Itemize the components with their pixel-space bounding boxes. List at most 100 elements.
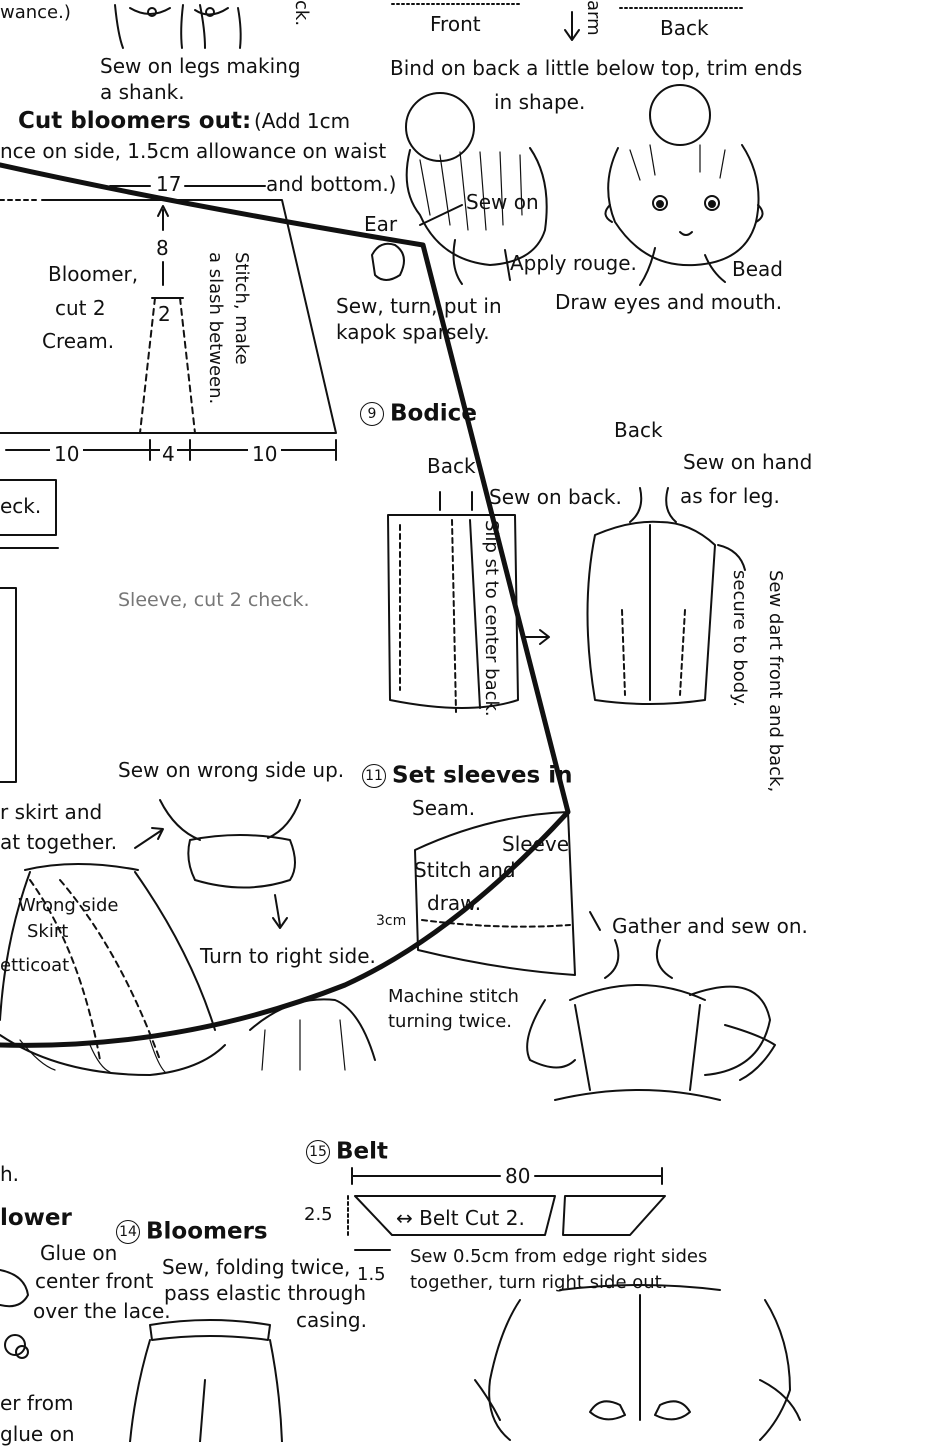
three-cm-label: 3cm bbox=[376, 913, 407, 929]
dim-height: 8 bbox=[156, 236, 169, 260]
check-fragment-top: ck. bbox=[291, 0, 312, 27]
from-fragment-1: er from bbox=[0, 1391, 74, 1415]
dim-top: 17 bbox=[156, 172, 182, 196]
skirt-label: Skirt bbox=[27, 921, 69, 942]
belt-dim-length: 80 bbox=[505, 1164, 531, 1188]
bodice-back-label-left: Back bbox=[427, 454, 476, 478]
dress-back-drawing bbox=[526, 939, 776, 1101]
face-caption: Draw eyes and mouth. bbox=[555, 290, 783, 314]
head-front-drawing bbox=[604, 84, 764, 286]
step11-title-text: Set sleeves in bbox=[392, 762, 573, 789]
step14-number: 14 bbox=[116, 1220, 140, 1244]
belt-dim-height: 2.5 bbox=[304, 1204, 333, 1225]
belt-dim-end: 1.5 bbox=[357, 1264, 386, 1285]
piece-label-2: cut 2 bbox=[55, 296, 106, 320]
sew-dart-label: Sew dart front and back, bbox=[765, 570, 786, 793]
check-boxes bbox=[0, 479, 59, 783]
dim-slit: 2 bbox=[158, 302, 171, 326]
step15-number: 15 bbox=[306, 1140, 330, 1164]
allowance-fragment: wance.) bbox=[0, 2, 71, 23]
arm-fragment: arm bbox=[583, 0, 604, 36]
piece-label-1: Bloomer, bbox=[48, 262, 139, 286]
slip-stitch-label: Slip st to center back. bbox=[481, 520, 502, 717]
bloomers14-caption-2: pass elastic through bbox=[164, 1281, 367, 1305]
flower-drawing bbox=[0, 1269, 29, 1359]
stitch-draw-2: draw. bbox=[427, 891, 482, 915]
cut-bloomers-title: Cut bloomers out: bbox=[18, 108, 252, 134]
stitch-draw-1: Stitch and bbox=[414, 858, 516, 882]
bodice-back-label-right: Back bbox=[614, 418, 663, 442]
back-label-top: Back bbox=[660, 16, 709, 40]
sew-on-hand-1: Sew on hand bbox=[683, 450, 813, 474]
turn-right-label: Turn to right side. bbox=[200, 944, 376, 968]
ear-label: Ear bbox=[364, 212, 398, 236]
step9-number: 9 bbox=[360, 402, 384, 426]
step9-title-text: Bodice bbox=[390, 400, 477, 427]
head-back-drawing bbox=[371, 92, 548, 285]
cut-bloomers-note-3: and bottom.) bbox=[266, 172, 397, 196]
glue-on-1: Glue on bbox=[40, 1241, 118, 1265]
skirt-drawing bbox=[0, 827, 226, 1076]
seam-label: Seam. bbox=[412, 796, 476, 820]
ear-caption-2: kapok sparsely. bbox=[336, 320, 490, 344]
sleeve-piece-drawing bbox=[159, 799, 376, 1071]
dim-bottom-2: 4 bbox=[160, 442, 177, 466]
secure-label: secure to body. bbox=[729, 570, 750, 708]
ear-caption-1: Sew, turn, put in bbox=[336, 294, 502, 318]
glue-on-3: over the lace. bbox=[33, 1299, 171, 1323]
dress-front-drawing bbox=[474, 1284, 801, 1441]
h-fragment: h. bbox=[0, 1162, 20, 1186]
legs-caption-1: Sew on legs making bbox=[100, 54, 301, 78]
bind-caption-2: in shape. bbox=[494, 90, 586, 114]
front-label: Front bbox=[430, 12, 481, 36]
bodice-drawing-left bbox=[387, 491, 519, 713]
from-fragment-2: glue on bbox=[0, 1422, 75, 1446]
bead-label: Bead bbox=[732, 257, 783, 281]
stitch-note-1: Stitch, make bbox=[231, 252, 252, 365]
step11-number: 11 bbox=[362, 764, 386, 788]
belt-cut-text: Belt Cut 2. bbox=[419, 1206, 525, 1230]
belt-caption-1: Sew 0.5cm from edge right sides bbox=[410, 1246, 708, 1267]
bind-caption-1: Bind on back a little below top, trim en… bbox=[390, 56, 803, 80]
cut-bloomers-note-1: (Add 1cm bbox=[254, 109, 351, 133]
petticoat-label: etticoat bbox=[0, 955, 70, 976]
sleeve-label: Sleeve bbox=[502, 832, 570, 856]
sleeve-cut-label: Sleeve, cut 2 check. bbox=[118, 589, 310, 611]
dim-bottom-1: 10 bbox=[50, 444, 84, 464]
dim-bottom-3: 10 bbox=[248, 444, 282, 464]
sew-on-hand-2: as for leg. bbox=[680, 484, 780, 508]
belt-caption-2: together, turn right side out. bbox=[410, 1272, 668, 1293]
bodice-drawing-right bbox=[521, 487, 746, 705]
step14-title-text: Bloomers bbox=[146, 1218, 268, 1245]
skirt-together-1: r skirt and bbox=[0, 800, 103, 824]
cut-bloomers-note-2: nce on side, 1.5cm allowance on waist bbox=[0, 139, 387, 163]
bloomers14-caption-3: casing. bbox=[296, 1308, 367, 1332]
gather-label: Gather and sew on. bbox=[612, 914, 808, 938]
legs-caption-2: a shank. bbox=[100, 80, 185, 104]
wrong-side-label: Wrong side bbox=[18, 895, 119, 916]
stitch-note-2: a slash between. bbox=[205, 252, 226, 405]
apply-rouge-label: Apply rouge. bbox=[510, 251, 637, 275]
glue-on-2: center front bbox=[35, 1269, 154, 1293]
bloomers-drawing bbox=[129, 1319, 283, 1442]
legs-drawing bbox=[114, 4, 242, 49]
belt-drawing bbox=[347, 1167, 666, 1251]
machine-2: turning twice. bbox=[388, 1011, 512, 1032]
sleeve-set-drawing bbox=[414, 811, 601, 976]
check-fragment: eck. bbox=[0, 494, 42, 518]
sew-on-back-label: Sew on back. bbox=[489, 485, 622, 509]
sew-on-label: Sew on bbox=[466, 190, 539, 214]
top-rulers bbox=[391, 3, 746, 41]
skirt-together-2: at together. bbox=[0, 830, 118, 854]
machine-1: Machine stitch bbox=[388, 986, 519, 1007]
flower-fragment: lower bbox=[0, 1205, 72, 1231]
bloomers14-caption-1: Sew, folding twice, bbox=[162, 1255, 351, 1279]
thick-guide-line bbox=[0, 162, 571, 1048]
belt-cut-label: ↔ Belt Cut 2. bbox=[396, 1206, 525, 1230]
piece-label-3: Cream. bbox=[42, 329, 115, 353]
